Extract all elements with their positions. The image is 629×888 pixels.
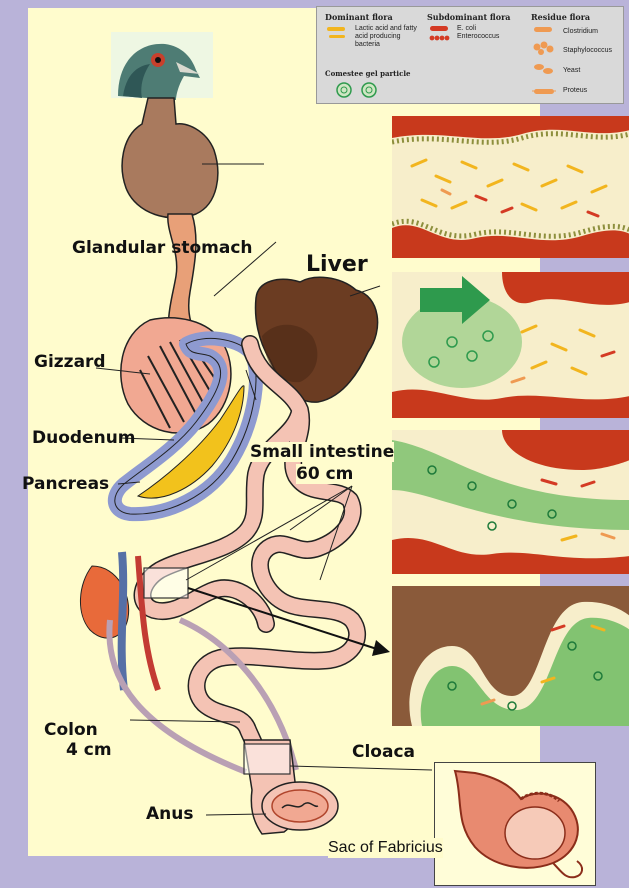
label-pancreas: Pancreas — [22, 474, 109, 494]
vein — [122, 552, 124, 690]
pigeon-head-icon — [111, 32, 213, 100]
label-small-intestine: Small intestine — [250, 442, 394, 462]
dominant-flora-item: Lactic acid and fatty acid producing bac… — [355, 25, 417, 49]
residue-item-staphylococcus: Staphylococcus — [563, 47, 612, 55]
micro-view-small-intestine-illustration — [392, 430, 629, 574]
sac-of-fabricius-inset — [434, 762, 596, 886]
label-anus: Anus — [146, 804, 193, 824]
micro-view-caecum-illustration — [392, 586, 629, 726]
label-cloaca: Cloaca — [352, 742, 415, 762]
label-duodenum: Duodenum — [32, 428, 136, 448]
gel-particle-label: Comestee gel particle — [325, 69, 410, 78]
micro-view-crop — [392, 116, 629, 258]
crop — [122, 98, 218, 218]
sac-of-fabricius-illustration — [435, 763, 595, 885]
subdominant-item-enterococcus: Enterococcus — [457, 33, 499, 41]
gel-particle-icon — [335, 81, 383, 101]
residue-item-clostridium: Clostridium — [563, 28, 598, 36]
label-glandular-stomach: Glandular stomach — [72, 238, 253, 258]
micro-view-stomach-illustration — [392, 272, 629, 418]
label-gizzard: Gizzard — [34, 352, 106, 372]
micro-view-stomach — [392, 272, 629, 418]
dominant-flora-heading: Dominant flora — [325, 12, 393, 22]
subdominant-flora-heading: Subdominant flora — [427, 12, 510, 22]
ecoli-icon — [429, 25, 453, 45]
residue-item-yeast: Yeast — [563, 67, 580, 75]
residue-flora-icons — [531, 21, 559, 105]
label-small-intestine-length: 60 cm — [296, 464, 353, 484]
label-liver: Liver — [306, 255, 368, 275]
micro-view-crop-illustration — [392, 116, 629, 258]
micro-view-small-intestine — [392, 430, 629, 574]
flora-legend: Dominant flora Lactic acid and fatty aci… — [316, 6, 624, 104]
micro-view-caecum — [392, 586, 629, 726]
subdominant-item-ecoli: E. coli — [457, 25, 476, 33]
residue-item-proteus: Proteus — [563, 87, 587, 95]
label-sac-of-fabricius: Sac of Fabricius — [328, 838, 443, 858]
label-colon-length: 4 cm — [66, 740, 112, 760]
label-colon: Colon — [44, 720, 98, 740]
